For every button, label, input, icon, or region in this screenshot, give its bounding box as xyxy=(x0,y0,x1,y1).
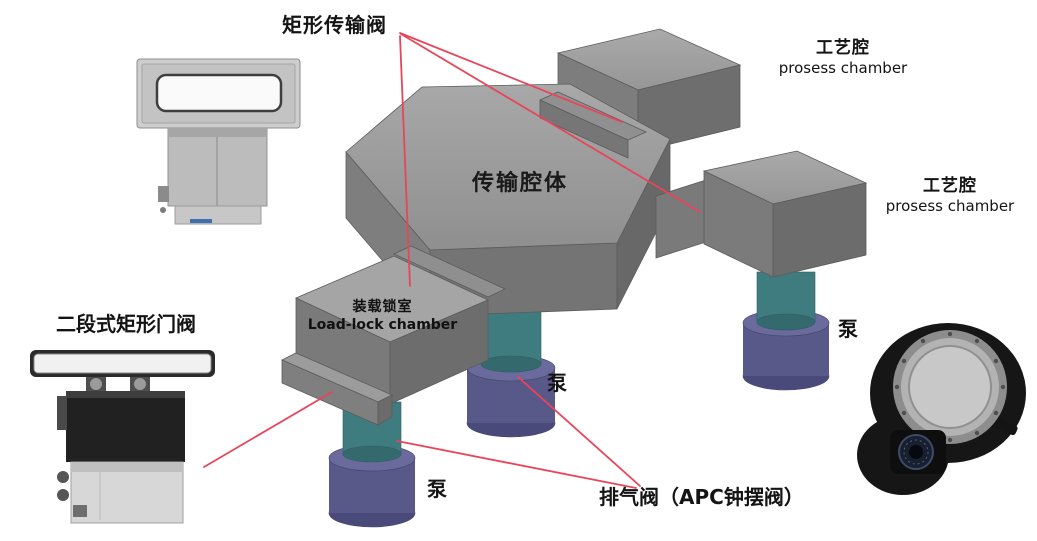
valve-slot-opening xyxy=(155,73,283,113)
line-gate-valve-to-loadlock-door xyxy=(203,391,333,468)
transfer-valve-label: 矩形传输阀 xyxy=(282,13,387,37)
apc-valve-label: 排气阀（APC钟摆阀） xyxy=(599,485,804,509)
annotation-lines xyxy=(203,32,701,489)
flange-bolt-holes xyxy=(894,331,1006,443)
line-apc-to-center-pump xyxy=(517,376,641,487)
load-lock-label-en: Load-lock chamber xyxy=(307,316,458,333)
load-lock-chamber-3d xyxy=(295,255,489,405)
process-chamber-right-label: 工艺腔 prosess chamber xyxy=(870,176,1030,216)
photo-rect-transfer-valve xyxy=(136,58,301,225)
gate-valve-label: 二段式矩形门阀 xyxy=(56,312,196,336)
load-lock-label-zh: 装载锁室 xyxy=(352,299,413,315)
pump-right-3d xyxy=(742,271,830,391)
line-transfer-valve-to-right-chamber xyxy=(400,33,701,213)
process-chamber-right-label-en: prosess chamber xyxy=(885,197,1015,216)
pump-left-label: 泵 xyxy=(427,477,447,501)
process-chamber-right-3d xyxy=(702,150,868,278)
pump-right-label: 泵 xyxy=(838,317,858,341)
transfer-valve-top-3d xyxy=(539,91,647,159)
photo-apc-pendulum-valve xyxy=(857,323,1026,495)
load-lock-label: 装载锁室 Load-lock chamber xyxy=(305,299,460,334)
line-apc-to-left-pump xyxy=(396,440,637,489)
pump-center-label: 泵 xyxy=(547,371,567,395)
pump-center-3d xyxy=(466,309,556,438)
process-chamber-right-label-zh: 工艺腔 xyxy=(923,176,977,196)
line-transfer-valve-to-top-chamber xyxy=(399,32,623,123)
process-chamber-top-label-en: prosess chamber xyxy=(778,59,908,78)
transfer-chamber-label: 传输腔体 xyxy=(471,171,568,196)
pump-center-teal-body xyxy=(480,309,542,365)
process-chamber-top-label: 工艺腔 prosess chamber xyxy=(768,38,918,78)
transfer-valve-loadlock-3d xyxy=(393,245,506,298)
process-chamber-top-label-zh: 工艺腔 xyxy=(816,38,870,58)
line-transfer-valve-to-loadlock xyxy=(399,35,411,287)
photo-gate-valve xyxy=(30,350,215,524)
